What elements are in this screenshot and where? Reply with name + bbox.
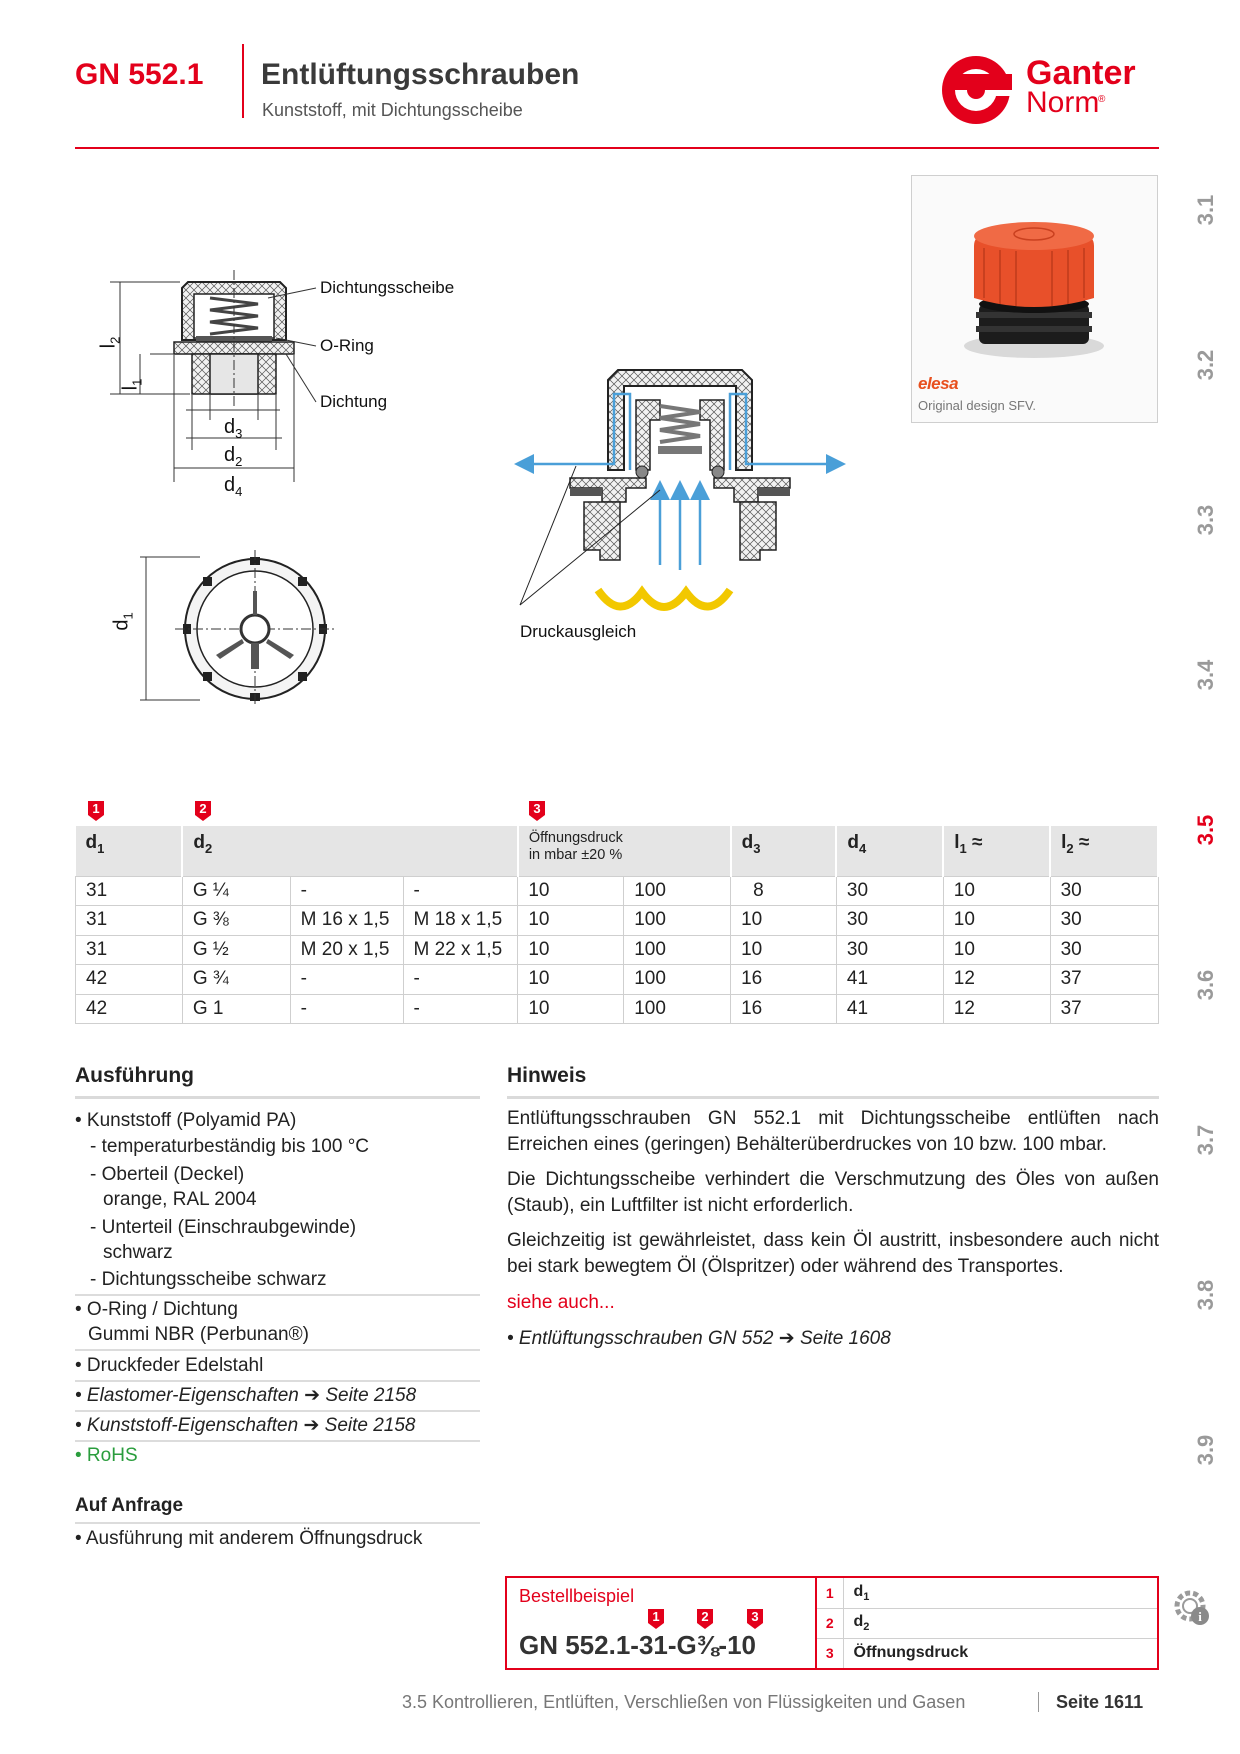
section-tab-3-2[interactable]: 3.2 bbox=[1193, 349, 1218, 381]
header-d1: d1 bbox=[75, 826, 184, 876]
order-example-code: GN 552.1-31-G⅜-10 bbox=[519, 1630, 757, 1660]
brand-name-bottom: Norm bbox=[1026, 86, 1100, 119]
footer-chapter: 3.5 Kontrollieren, Entlüften, Verschließ… bbox=[402, 1692, 966, 1712]
function-section-drawing: Druckausgleich bbox=[510, 360, 890, 660]
legend-row: 3 Öffnungsdruck bbox=[817, 1638, 1157, 1668]
list-item: • Ausführung mit anderem Öffnungsdruck bbox=[75, 1528, 423, 1549]
header-l2: l2 ≈ bbox=[1050, 826, 1159, 876]
link-plastic-properties[interactable]: • Kunststoff-Eigenschaften ➔ Seite 2158 bbox=[75, 1415, 416, 1436]
marker-1: 1 bbox=[87, 800, 105, 822]
legend-row: 1 d1 bbox=[817, 1578, 1157, 1609]
header-d3: d3 bbox=[730, 826, 838, 876]
marker-3: 3 bbox=[528, 800, 546, 822]
header-d4: d4 bbox=[836, 826, 945, 876]
hinweis-paragraph-2: Die Dichtungsscheibe verhindert die Vers… bbox=[507, 1169, 1159, 1216]
footer-separator bbox=[1038, 1692, 1039, 1712]
section-title-auf-anfrage: Auf Anfrage bbox=[75, 1495, 184, 1516]
label-o-ring: O-Ring bbox=[320, 336, 374, 355]
section-tab-3-4[interactable]: 3.4 bbox=[1193, 659, 1218, 691]
list-item: orange, RAL 2004 bbox=[103, 1189, 257, 1210]
list-item: - Unterteil (Einschraubgewinde) bbox=[90, 1217, 357, 1238]
section-tab-3-6[interactable]: 3.6 bbox=[1193, 969, 1218, 1001]
link-elastomer-properties[interactable]: • Elastomer-Eigenschaften ➔ Seite 2158 bbox=[75, 1385, 417, 1406]
header-l1: l1 ≈ bbox=[943, 826, 1052, 876]
marker-2: 2 bbox=[194, 800, 212, 822]
vent-screw-image bbox=[964, 222, 1104, 358]
header-d2: d2 bbox=[182, 826, 519, 876]
header-rule bbox=[75, 147, 1159, 149]
svg-text:i: i bbox=[1198, 1609, 1202, 1624]
list-item: • Druckfeder Edelstahl bbox=[75, 1355, 264, 1376]
order-marker-3: 3 bbox=[746, 1608, 764, 1630]
list-item: schwarz bbox=[103, 1242, 173, 1263]
elesa-logo: elesa bbox=[918, 374, 959, 393]
page-subtitle: Kunststoff, mit Dichtungsscheibe bbox=[262, 100, 523, 120]
brand-name-top: Ganter bbox=[1026, 54, 1136, 92]
dim-l2: l2 bbox=[97, 336, 123, 349]
order-example-title: Bestellbeispiel bbox=[519, 1586, 635, 1606]
section-rule bbox=[507, 1096, 1159, 1099]
section-tab-3-9[interactable]: 3.9 bbox=[1193, 1434, 1218, 1466]
label-seal: Dichtung bbox=[320, 392, 388, 411]
list-item: - Oberteil (Deckel) bbox=[90, 1164, 245, 1185]
section-title-hinweis: Hinweis bbox=[507, 1064, 587, 1087]
gear-info-icon[interactable]: i bbox=[1170, 1586, 1214, 1630]
section-tab-3-5[interactable]: 3.5 bbox=[1193, 814, 1218, 846]
order-marker-1: 1 bbox=[647, 1608, 665, 1630]
page-title: Entlüftungsschrauben bbox=[261, 58, 580, 91]
dim-l1: l1 bbox=[119, 378, 145, 391]
registered-mark: ® bbox=[1098, 94, 1106, 105]
list-item: • Kunststoff (Polyamid PA) bbox=[75, 1110, 297, 1131]
section-tab-3-1[interactable]: 3.1 bbox=[1193, 194, 1218, 226]
list-item: Gummi NBR (Perbunan®) bbox=[88, 1324, 309, 1345]
hinweis-paragraph-1: Entlüftungsschrauben GN 552.1 mit Dichtu… bbox=[507, 1108, 1159, 1155]
dim-d4: d4 bbox=[224, 474, 243, 499]
section-rule bbox=[75, 1096, 480, 1099]
order-legend: 1 d1 2 d2 3 Öffnungsdruck bbox=[817, 1578, 1157, 1668]
order-example-box bbox=[505, 1576, 1159, 1670]
product-photo bbox=[911, 175, 1158, 423]
photo-caption: Original design SFV. bbox=[918, 398, 1037, 413]
top-view-drawing: d1 bbox=[111, 545, 340, 710]
order-marker-2: 2 bbox=[696, 1608, 714, 1630]
product-code: GN 552.1 bbox=[75, 58, 204, 91]
section-tab-3-8[interactable]: 3.8 bbox=[1193, 1279, 1218, 1311]
section-title-ausfuehrung: Ausführung bbox=[75, 1064, 194, 1087]
label-pressure-equalization: Druckausgleich bbox=[520, 622, 637, 641]
side-section-drawing: Dichtungsscheibe O-Ring Dichtung l2 l1 d… bbox=[90, 250, 510, 520]
dim-d2: d2 bbox=[224, 444, 243, 469]
dim-d1: d1 bbox=[110, 612, 136, 631]
link-gn-552[interactable]: • Entlüftungsschrauben GN 552 ➔ Seite 16… bbox=[507, 1328, 891, 1349]
list-item: • O-Ring / Dichtung bbox=[75, 1299, 238, 1320]
legend-row: 2 d2 bbox=[817, 1608, 1157, 1639]
hinweis-paragraph-3: Gleichzeitig ist gewährleistet, dass kei… bbox=[507, 1230, 1159, 1277]
rohs-badge: • RoHS bbox=[75, 1445, 138, 1466]
section-tab-3-3[interactable]: 3.3 bbox=[1193, 504, 1218, 536]
dim-d3: d3 bbox=[224, 416, 243, 441]
page-number: Seite 1611 bbox=[1056, 1692, 1144, 1712]
header-divider bbox=[242, 44, 244, 118]
list-item: - Dichtungsscheibe schwarz bbox=[90, 1269, 327, 1290]
see-also-link[interactable]: siehe auch... bbox=[507, 1292, 615, 1313]
section-tab-3-7[interactable]: 3.7 bbox=[1193, 1124, 1218, 1156]
ganter-norm-logo: Ganter Norm ® bbox=[938, 54, 1164, 126]
order-divider bbox=[815, 1576, 817, 1670]
label-seal-washer: Dichtungsscheibe bbox=[320, 278, 455, 297]
list-item: - temperaturbeständig bis 100 °C bbox=[90, 1136, 370, 1157]
ganter-g-icon bbox=[942, 56, 1012, 124]
